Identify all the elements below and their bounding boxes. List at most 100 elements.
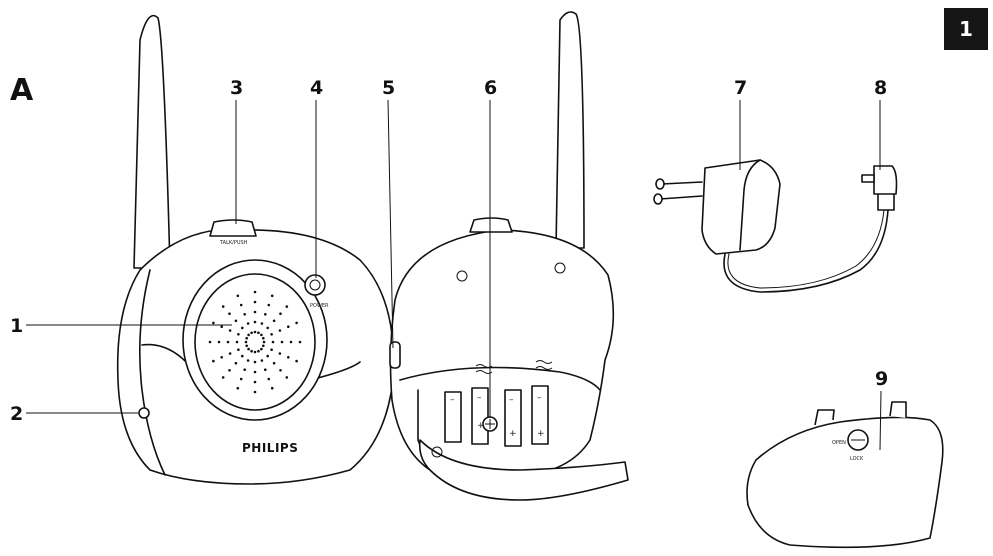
speaker-hole [235,340,239,344]
speaker-hole [289,340,293,344]
callout-4: 4 [310,77,323,99]
speaker-hole [221,376,225,379]
speaker-hole [260,359,264,362]
callout-5: 5 [382,77,395,99]
speaker-hole [253,330,257,334]
speaker-hole [234,361,238,365]
speaker-hole [237,348,240,352]
speaker-hole [247,333,250,337]
speaker-hole [267,303,271,307]
mount-hole [456,270,468,282]
speaker-hole [247,347,250,351]
speaker-hole [226,340,230,344]
talk-button-label: TALK/PUSH [219,240,248,246]
speaker-hole [295,359,298,363]
speaker-hole [260,322,264,325]
front-unit: TALK/PUSH POWER PHILIPS [116,14,395,485]
back-top-button [469,217,513,233]
back-antenna [555,11,585,249]
talk-button [209,219,257,237]
speaker-hole [253,310,257,314]
svg-text:+: + [477,421,485,431]
speaker-hole [239,377,243,381]
volume-slider [389,341,401,369]
back-body [389,229,615,478]
speaker-hole [236,294,240,298]
battery-cover-body [746,416,944,549]
speaker-hole [279,312,282,316]
speaker-hole [236,386,240,390]
svg-text:–: – [509,395,514,405]
speaker-hole [270,386,274,390]
speaker-hole [234,319,238,323]
callout-2: 2 [10,403,23,425]
callouts: 3 4 5 6 7 8 9 1 2 [10,77,888,451]
speaker-hole [245,344,248,348]
speaker-hole [271,340,275,344]
callout-3: 3 [230,77,243,99]
adapter-edge [739,159,761,251]
back-unit: – – – – + + + [389,11,629,501]
speaker-hole [220,356,223,359]
speaker-hole [270,348,273,352]
battery-cells: – – – – + + + [444,385,549,447]
speaker-hole [212,321,215,325]
svg-text:–: – [537,393,542,403]
front-side-curve [138,269,166,476]
speaker-outer-ring [182,259,328,421]
dc-plug-tip [861,174,875,183]
power-button [304,274,326,296]
speaker-hole [262,340,266,344]
speaker-hole [244,340,248,344]
cover-clip [889,401,907,418]
battery-pull-strap [418,439,629,501]
speaker-hole [208,340,212,344]
battery-compartment-edge [399,366,601,391]
speaker-hole [243,313,246,316]
speaker-holes [208,290,302,394]
speaker-hole [228,329,232,332]
speaker-hole [253,390,257,394]
svg-text:–: – [450,395,455,405]
callout-1: 1 [10,315,23,337]
battery-cover: OPEN LOCK [746,401,944,549]
speaker-hole [272,361,276,365]
speaker-hole [295,321,298,325]
power-button-label: POWER [310,303,329,309]
callout-9: 9 [875,368,888,390]
dc-socket [138,407,150,419]
callout-6: 6 [484,77,497,99]
speaker-hole [228,312,231,316]
lock-label-lock: LOCK [850,456,864,462]
figure-label: A [10,73,34,108]
speaker-hole [270,294,274,298]
speaker-hole [253,360,257,364]
brand-logo: PHILIPS [242,441,298,455]
speaker-hole [246,322,250,325]
speaker-hole [285,376,289,379]
speaker-hole [287,356,290,359]
svg-text:–: – [477,393,482,403]
speaker-hole [245,336,248,340]
speaker-hole [266,326,270,330]
speaker-hole [264,313,267,316]
adapter-prongs [659,181,703,200]
cover-clip [814,409,835,426]
mount-hole [554,262,566,274]
speaker-hole [266,354,270,358]
speaker-hole [239,303,243,307]
speaker-hole [228,369,231,372]
speaker-hole [220,325,223,329]
speaker-hole [260,333,263,337]
svg-text:+: + [509,429,517,439]
speaker-hole [279,369,282,372]
speaker-hole [260,347,263,351]
speaker-hole [250,331,253,335]
speaker-hole [221,305,225,308]
speaker-hole [264,368,267,372]
speaker-hole [287,325,290,329]
dc-plug [873,165,898,195]
speaker-hole [270,333,273,336]
battery-springs [475,360,553,374]
speaker-hole [267,377,271,381]
